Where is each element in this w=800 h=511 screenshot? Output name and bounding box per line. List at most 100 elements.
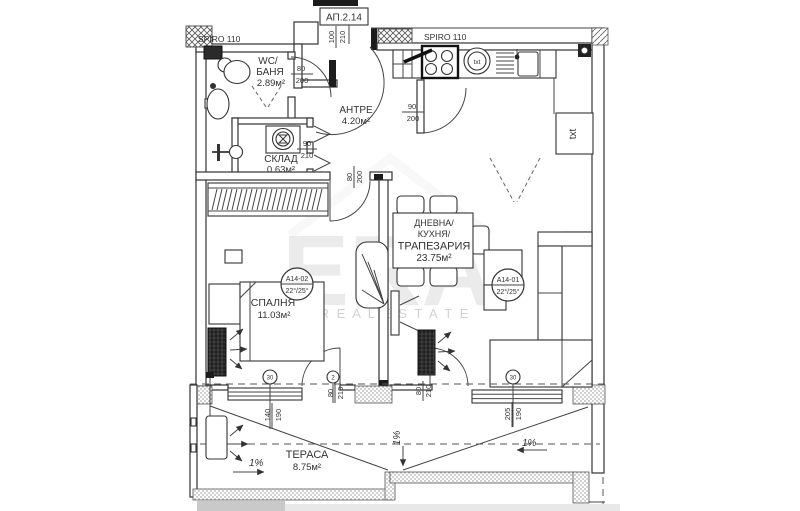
thermo-tag-living: А14-01 22°/25°	[491, 268, 525, 302]
dining-table	[392, 212, 474, 269]
tv-view-lines	[399, 295, 420, 332]
thermo-temp: 22°/25°	[496, 288, 519, 296]
terrace-label: ТЕРАСА	[286, 449, 329, 461]
bottom-strip-light	[285, 504, 620, 511]
nightstand	[224, 249, 243, 264]
dim-bath-h: 200	[296, 76, 309, 85]
dim-liv-tdoor-w: 80	[414, 387, 423, 395]
terrace-step-right	[572, 471, 590, 504]
hall-living-door-swing	[420, 87, 467, 134]
section-line: 30 2 30	[190, 369, 608, 429]
dining-set	[392, 195, 490, 287]
living-label-3: ТРАПЕЗАРИЯ	[398, 241, 471, 253]
dim-bed-tdoor-h: 210	[336, 387, 345, 400]
bedroom-radiator	[207, 327, 227, 377]
wall-pier-middle	[354, 385, 393, 404]
storage-area: 0.63м²	[267, 165, 295, 176]
top-edge-wall-stub	[313, 0, 358, 6]
ac-unit	[205, 415, 228, 460]
dim-hall-w: 90	[408, 102, 416, 111]
sofa-chaise	[489, 339, 593, 388]
slope-mid-label: 1%	[392, 431, 403, 446]
fridge	[555, 112, 594, 155]
bedroom-door-swing	[329, 180, 371, 222]
room-labels: АП.2.14 SPIRO 110 SPIRO 110 WC/ БАНЯ 2.8…	[198, 7, 471, 473]
dresser	[208, 283, 241, 325]
toilet-bowl	[223, 59, 251, 85]
dim-bed-window-w: 140	[263, 409, 272, 422]
slope-lines	[209, 405, 589, 471]
dim-bath-w: 80	[297, 64, 305, 73]
living-window	[471, 389, 563, 404]
thermo-tags: А14-02 22°/25° А14-01 22°/25°	[280, 267, 525, 302]
hourglass-icon	[277, 134, 289, 144]
vent-shaft-left	[185, 25, 213, 48]
marker-30-bedroom	[262, 369, 278, 385]
vent-shaft-kitchen	[377, 28, 413, 44]
thermo-tag-bedroom: А14-02 22°/25°	[280, 267, 314, 301]
windows	[227, 387, 563, 404]
terrace: 1% 1% 1%	[189, 384, 620, 511]
apartment-tag: АП.2.14	[326, 13, 362, 24]
hall-area: 4.20м²	[342, 116, 370, 127]
dim-storage-h: 210	[301, 151, 314, 160]
bath-vent-marker	[251, 85, 282, 108]
dim-bedroom-door-h: 200	[355, 171, 364, 184]
bathroom-door-swing	[290, 56, 332, 98]
bedroom-area: 11.03м²	[258, 310, 291, 321]
dim-entrance-w: 100	[327, 31, 336, 44]
bedroom-furniture	[207, 182, 389, 362]
radiator-pipe	[206, 372, 214, 378]
chair	[429, 195, 458, 215]
bathroom-fixtures	[203, 45, 282, 161]
faucet-lever	[403, 48, 433, 64]
oven-label: txt	[474, 59, 481, 66]
dim-storage-w: 90	[303, 139, 311, 148]
wardrobe	[207, 182, 329, 217]
living-area: 23.75м²	[416, 253, 452, 264]
kitchen-counter: txt txt	[392, 44, 594, 203]
dim-entrance-h: 210	[338, 31, 347, 44]
radiators	[206, 327, 456, 416]
terrace-parapet-right	[389, 471, 576, 484]
bottom-strip-dark	[197, 501, 285, 511]
dim-bed-tdoor-w: 80	[326, 389, 335, 397]
bath-area: 2.89м²	[257, 78, 285, 89]
dim-liv-window-h: 190	[514, 408, 523, 421]
fridge-label: txt	[568, 129, 579, 140]
chair	[429, 266, 458, 287]
hood-vent-marker	[489, 157, 541, 203]
shower-head	[228, 144, 244, 160]
terrace-parapet-bottom	[192, 488, 391, 501]
entry-column	[293, 21, 319, 45]
bedroom-label: СПАЛНЯ	[251, 297, 295, 309]
kitchen-sink	[517, 51, 539, 77]
thermo-code: А14-02	[286, 276, 309, 283]
vent-left-label: SPIRO 110	[198, 34, 241, 44]
marker-30-living	[505, 369, 521, 385]
sink-faucet-dot	[514, 54, 520, 60]
storage-label: СКЛАД	[264, 154, 298, 165]
chair	[396, 266, 425, 287]
living-furniture	[390, 231, 593, 388]
chair	[396, 195, 425, 215]
dish-drainer	[496, 52, 514, 74]
living-label-1: ДНЕВНА/	[414, 218, 454, 228]
living-terrace-door-swing	[429, 347, 469, 387]
hall-label: АНТРЕ	[339, 105, 373, 116]
dim-bedroom-door-w: 80	[345, 173, 354, 181]
marker-2-label: 2	[331, 376, 335, 382]
dim-liv-window-w: 205	[503, 408, 512, 421]
marker-30-living-label: 30	[510, 376, 517, 382]
marker-30-bedroom-label: 30	[267, 376, 274, 382]
slope-left-label: 1%	[249, 458, 264, 469]
bath-label-2: БАНЯ	[256, 67, 283, 78]
wall-pier-right	[572, 384, 606, 405]
neighbor-cut-hatch	[591, 27, 609, 46]
slope-right-label: 1%	[522, 438, 537, 449]
vent-kitchen-label: SPIRO 110	[424, 32, 467, 42]
storage-room	[265, 125, 301, 154]
living-radiator	[417, 329, 436, 376]
